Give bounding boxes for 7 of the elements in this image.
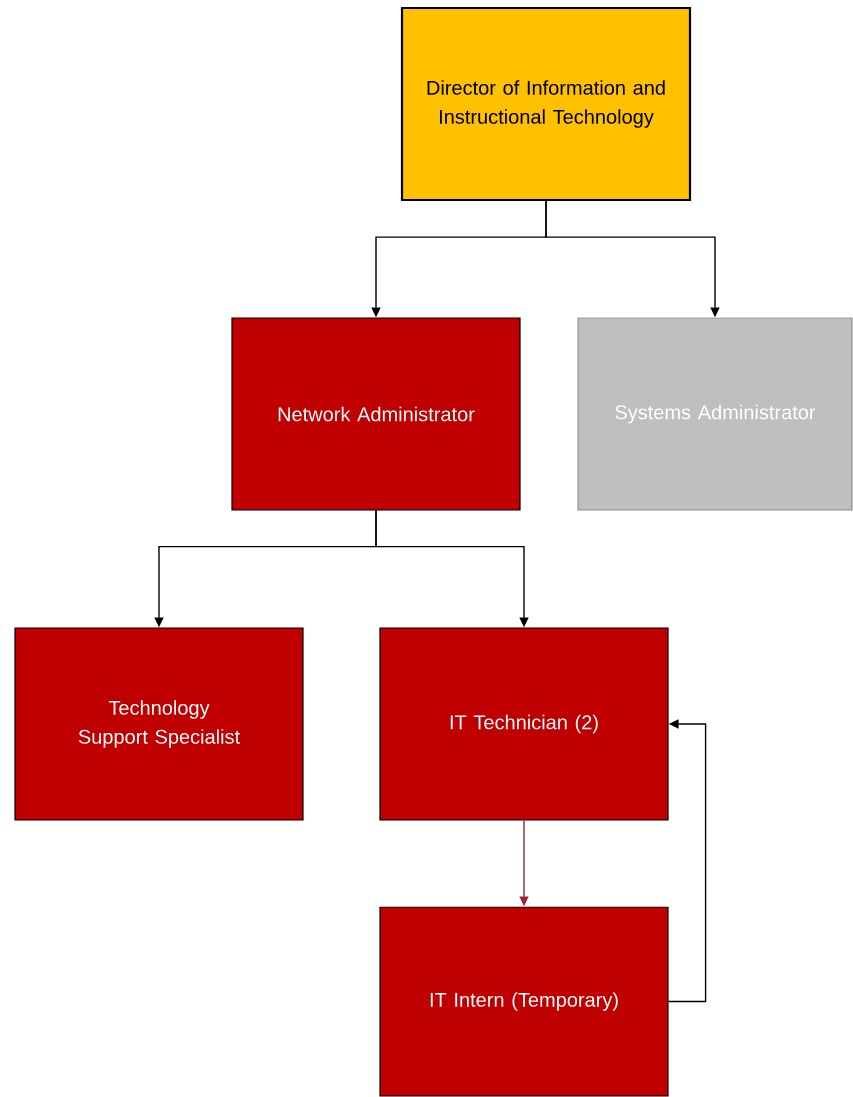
role-box: Technology Support Specialist <box>14 627 304 821</box>
role-box: Network Administrator <box>231 317 521 511</box>
role-box: IT Technician (2) <box>379 627 669 821</box>
arrow <box>667 719 707 1003</box>
role-box: Systems Administrator <box>577 317 853 511</box>
role-box: IT Intern (Temporary) <box>379 906 669 1097</box>
title-box: Director of Information and Instructional Technology <box>400 6 692 202</box>
